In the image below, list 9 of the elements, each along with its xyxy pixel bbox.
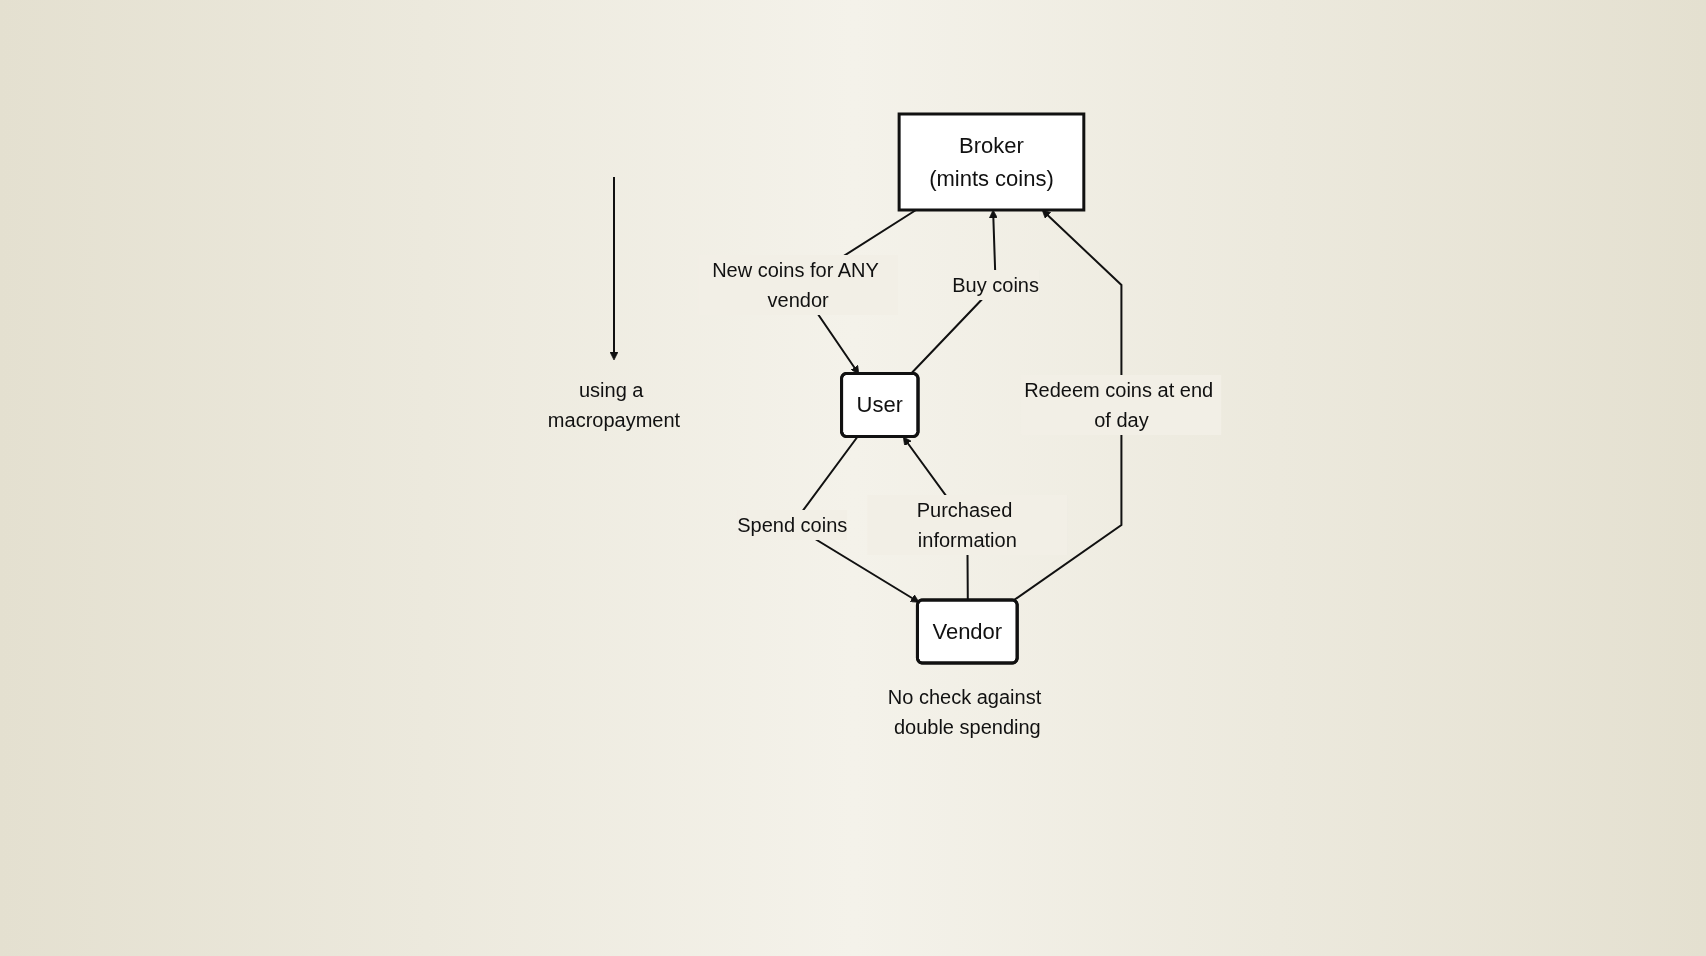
- node-text: using a macropayment: [548, 378, 681, 431]
- edge-label: Buy coins: [952, 273, 1040, 296]
- edge-label: Spend coins: [737, 513, 848, 536]
- edge-label: Purchased information: [917, 498, 1018, 551]
- node-box: Broker (mints coins): [897, 112, 1086, 211]
- edge-label: New coins for ANY vendor: [712, 258, 879, 311]
- edge-label: Redeem coins at end of day: [1024, 378, 1214, 431]
- arrow: [609, 175, 619, 360]
- node-label: No check against double spending: [888, 685, 1042, 738]
